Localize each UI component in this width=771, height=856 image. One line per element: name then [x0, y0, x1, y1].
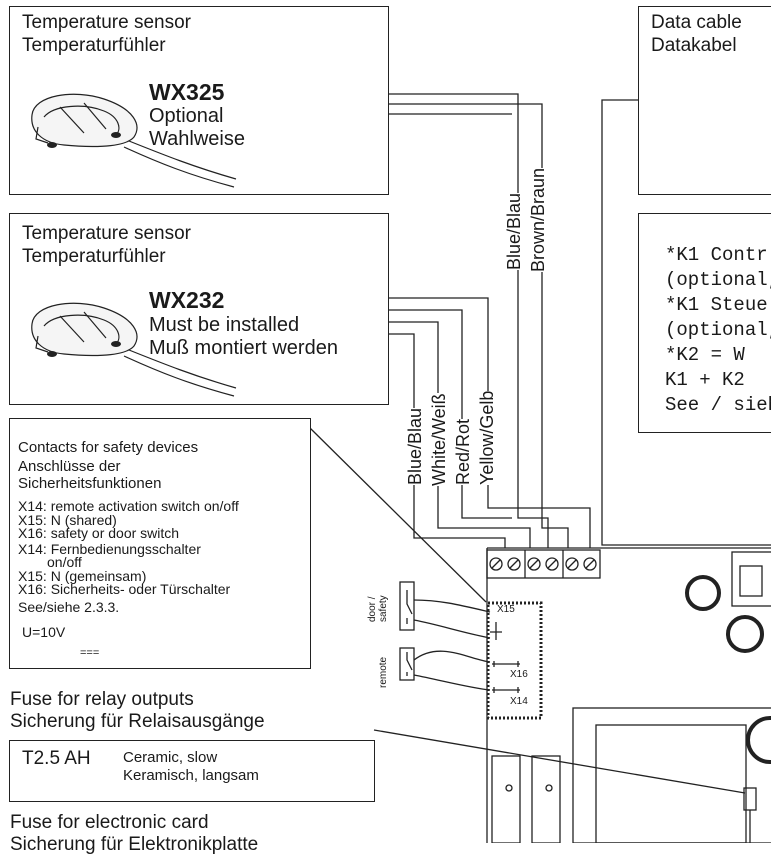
fuse-relay-title-de: Sicherung für Relaisausgänge [10, 711, 265, 732]
dc-symbol: === [80, 647, 100, 659]
k-note-line: *K1 Steue [665, 294, 768, 316]
voltage-label: U=10V [22, 624, 66, 640]
contacts-line: X14: remote activation switch on/off [18, 498, 239, 514]
sensor2-note-de: Muß montiert werden [149, 337, 338, 359]
sensor1-note-de: Wahlweise [149, 128, 245, 150]
remote-label: remote [378, 656, 389, 688]
sensor2-title-en: Temperature sensor [22, 223, 191, 244]
fuse-type-de: Keramisch, langsam [123, 767, 259, 784]
fuse-card-title-en: Fuse for electronic card [10, 812, 209, 833]
k-note-line: K1 + K2 [665, 369, 745, 391]
datacable-title-en: Data cable [651, 12, 742, 33]
sensor2-title-de: Temperaturfühler [22, 246, 166, 267]
k-note-line: (optional, [665, 319, 771, 341]
wire-label-blue: Blue/Blau [403, 407, 428, 485]
wire-label-red: Red/Rot [451, 418, 476, 485]
contacts-line: See/siehe 2.3.3. [18, 599, 120, 615]
terminal-x15: X15 [497, 604, 515, 615]
datacable-title-de: Datakabel [651, 35, 737, 56]
fuse-relay-title-en: Fuse for relay outputs [10, 689, 194, 710]
k-note-line: See / sieh [665, 394, 771, 416]
sensor2-model: WX232 [149, 287, 225, 313]
k-note-line: *K2 = W [665, 344, 745, 366]
contacts-line: X16: Sicherheits- oder Türschalter [18, 581, 231, 597]
sensor-probe-icon [31, 93, 237, 188]
wire-label-blue-top: Blue/Blau [502, 192, 527, 270]
fuse-card-title-de: Sicherung für Elektronikplatte [10, 834, 259, 855]
data-cable-box: Data cable Datakabel [638, 6, 771, 195]
sensor1-title-de: Temperaturfühler [22, 35, 166, 56]
relay-notes-box: *K1 Contr (optional, *K1 Steue (optional… [638, 213, 771, 433]
contacts-line: X15: N (shared) [18, 512, 117, 528]
fuse-rating: T2.5 AH [22, 748, 91, 769]
terminal-x14: X14 [510, 696, 528, 707]
door-safety-label-1: door / [367, 596, 378, 622]
contacts-line: X14: Fernbedienungsschalter [18, 541, 201, 557]
contacts-title-en: Contacts for safety devices [18, 439, 199, 456]
terminal-x16: X16 [510, 669, 528, 680]
sensor-box-wx325: Temperature sensor Temperaturfühler WX32… [9, 6, 389, 195]
sensor1-title-en: Temperature sensor [22, 12, 191, 33]
wire-label-brown-top: Brown/Braun [526, 167, 551, 272]
safety-contacts-box: Contacts for safety devices Anschlüsse d… [9, 418, 311, 669]
k-note-line: *K1 Contr [665, 244, 768, 266]
contacts-title-de2: Sicherheitsfunktionen [18, 475, 162, 492]
sensor-box-wx232: Temperature sensor Temperaturfühler WX23… [9, 213, 389, 405]
contacts-line: X15: N (gemeinsam) [18, 568, 147, 584]
sensor2-note-en: Must be installed [149, 314, 300, 336]
wire-label-white: White/Weiß [427, 393, 452, 486]
fuse-relay-box: T2.5 AH Ceramic, slow Keramisch, langsam [9, 740, 375, 802]
sensor-probe-icon [31, 302, 237, 397]
sensor1-note-en: Optional [149, 105, 224, 127]
wire-label-yellow: Yellow/Gelb [475, 390, 500, 485]
fuse-type-en: Ceramic, slow [123, 749, 218, 766]
contacts-title-de1: Anschlüsse der [18, 458, 121, 475]
sensor1-model: WX325 [149, 79, 225, 105]
k-note-line: (optional, [665, 269, 771, 291]
contacts-line: on/off [47, 554, 82, 570]
contacts-line: X16: safety or door switch [18, 525, 180, 541]
door-safety-label-2: safety [378, 595, 389, 622]
